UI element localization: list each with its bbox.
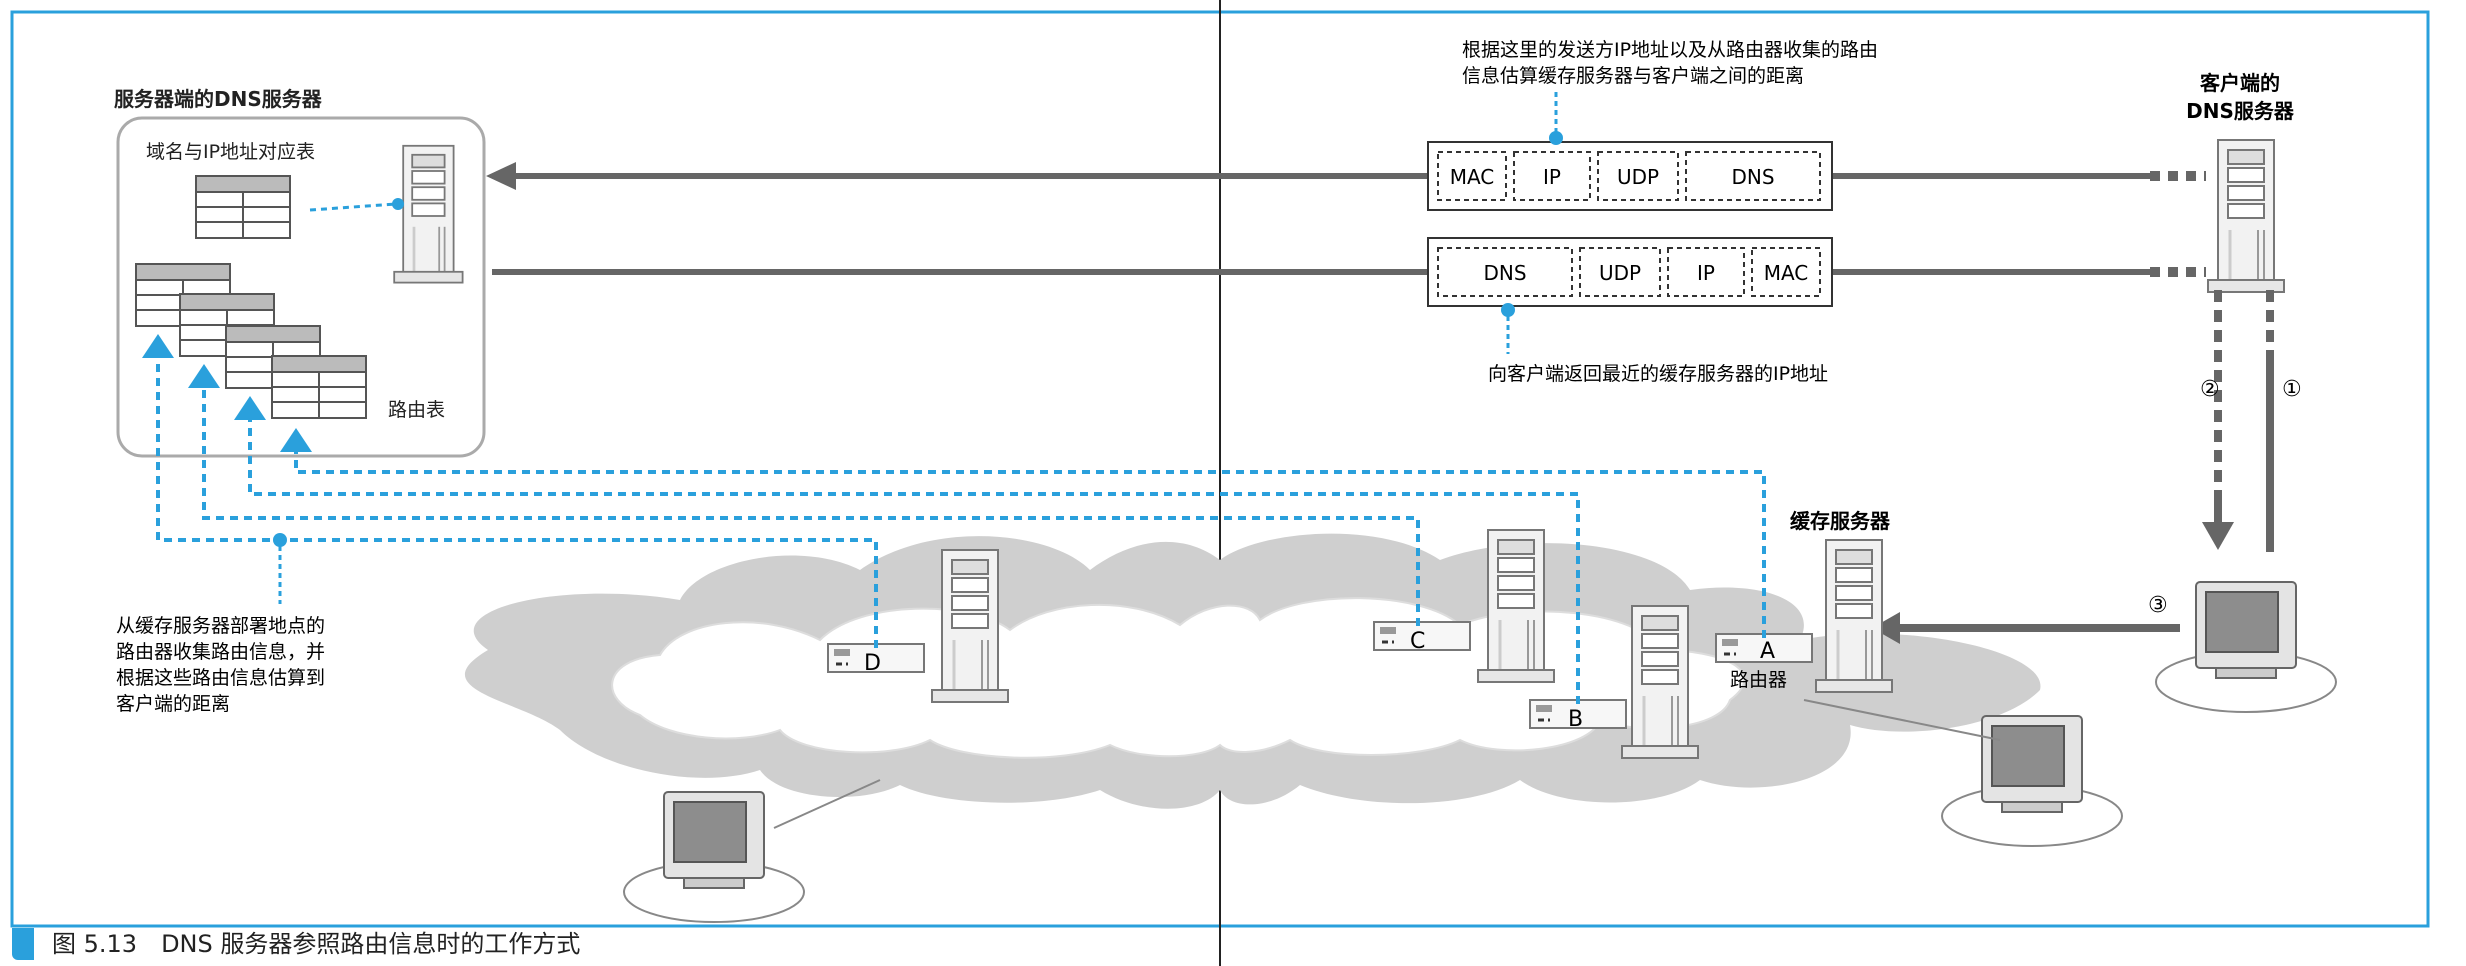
bottom-note: 向客户端返回最近的缓存服务器的IP地址 — [1488, 363, 1828, 385]
request-arrowhead — [486, 162, 516, 190]
req-field-dns: DNS — [1731, 165, 1774, 189]
path-router-d — [156, 350, 878, 648]
req-field-udp: UDP — [1617, 165, 1659, 189]
top-note-dot — [1549, 131, 1563, 145]
top-note-line1: 根据这里的发送方IP地址以及从路由器收集的路由 — [1462, 39, 1878, 61]
left-note-line4: 客户端的距离 — [116, 693, 230, 715]
path-router-c — [202, 388, 1420, 626]
figure-caption: 图 5.13 DNS 服务器参照路由信息时的工作方式 — [52, 930, 581, 958]
request-packet: MAC IP UDP DNS — [1427, 141, 1833, 211]
step2-arrowhead — [2202, 522, 2234, 550]
routing-table-4 — [271, 355, 367, 419]
step3-arrowhead — [1872, 612, 1900, 644]
left-note-line1: 从缓存服务器部署地点的 — [116, 615, 325, 637]
cache-server-b — [1620, 604, 1700, 760]
path-router-b — [248, 420, 1580, 704]
table-link-line — [309, 202, 397, 212]
network-cloud — [464, 533, 2041, 809]
routing-table-label: 路由表 — [388, 399, 445, 421]
left-note-line2: 路由器收集路由信息，并 — [116, 641, 325, 663]
domain-ip-table-label: 域名与IP地址对应表 — [146, 141, 315, 163]
step2-label: ② — [2200, 377, 2220, 402]
response-packet: DNS UDP IP MAC — [1427, 237, 1833, 307]
router-d-letter: D — [864, 651, 881, 676]
dns-server-icon — [392, 144, 464, 284]
client-dns-label-2: DNS服务器 — [2186, 99, 2295, 123]
client-dns-label-1: 客户端的 — [2199, 71, 2280, 95]
left-note-line3: 根据这些路由信息估算到 — [116, 667, 325, 689]
step1-label: ① — [2282, 377, 2302, 402]
router-c-letter: C — [1410, 629, 1425, 654]
resp-field-ip: IP — [1697, 261, 1715, 285]
cache-server-c — [1476, 528, 1556, 684]
client-pc-icon — [2155, 581, 2337, 713]
router-a-letter: A — [1760, 639, 1775, 664]
pc-link-left — [773, 779, 881, 829]
cache-server-label: 缓存服务器 — [1790, 509, 1891, 533]
client-dns-server-icon — [2206, 138, 2286, 294]
left-note-dot — [273, 533, 287, 547]
pc-icon-left — [623, 791, 805, 923]
resp-field-dns: DNS — [1483, 261, 1526, 285]
dns-server-title: 服务器端的DNS服务器 — [114, 87, 323, 111]
table-link-dot — [392, 198, 404, 210]
routing-info-paths — [156, 350, 1766, 704]
step3-label: ③ — [2148, 593, 2168, 618]
router-b-letter: B — [1568, 707, 1583, 732]
caption-bar — [12, 928, 34, 960]
router-label: 路由器 — [1730, 669, 1787, 691]
path-b-arrowhead — [234, 396, 266, 420]
req-field-ip: IP — [1543, 165, 1561, 189]
path-a-arrowhead — [280, 428, 312, 452]
path-c-arrowhead — [188, 364, 220, 388]
top-note-line2: 信息估算缓存服务器与客户端之间的距离 — [1462, 65, 1804, 87]
cache-server-d — [930, 548, 1010, 704]
domain-ip-table — [195, 175, 291, 239]
bottom-note-dot — [1501, 303, 1515, 317]
path-d-arrowhead — [142, 334, 174, 358]
resp-field-mac: MAC — [1764, 261, 1809, 285]
path-router-a — [294, 450, 1766, 638]
pc-link-right — [1803, 699, 2001, 741]
resp-field-udp: UDP — [1599, 261, 1641, 285]
cache-server-a — [1814, 538, 1894, 694]
req-field-mac: MAC — [1450, 165, 1495, 189]
pc-icon-right-lower — [1941, 715, 2123, 847]
